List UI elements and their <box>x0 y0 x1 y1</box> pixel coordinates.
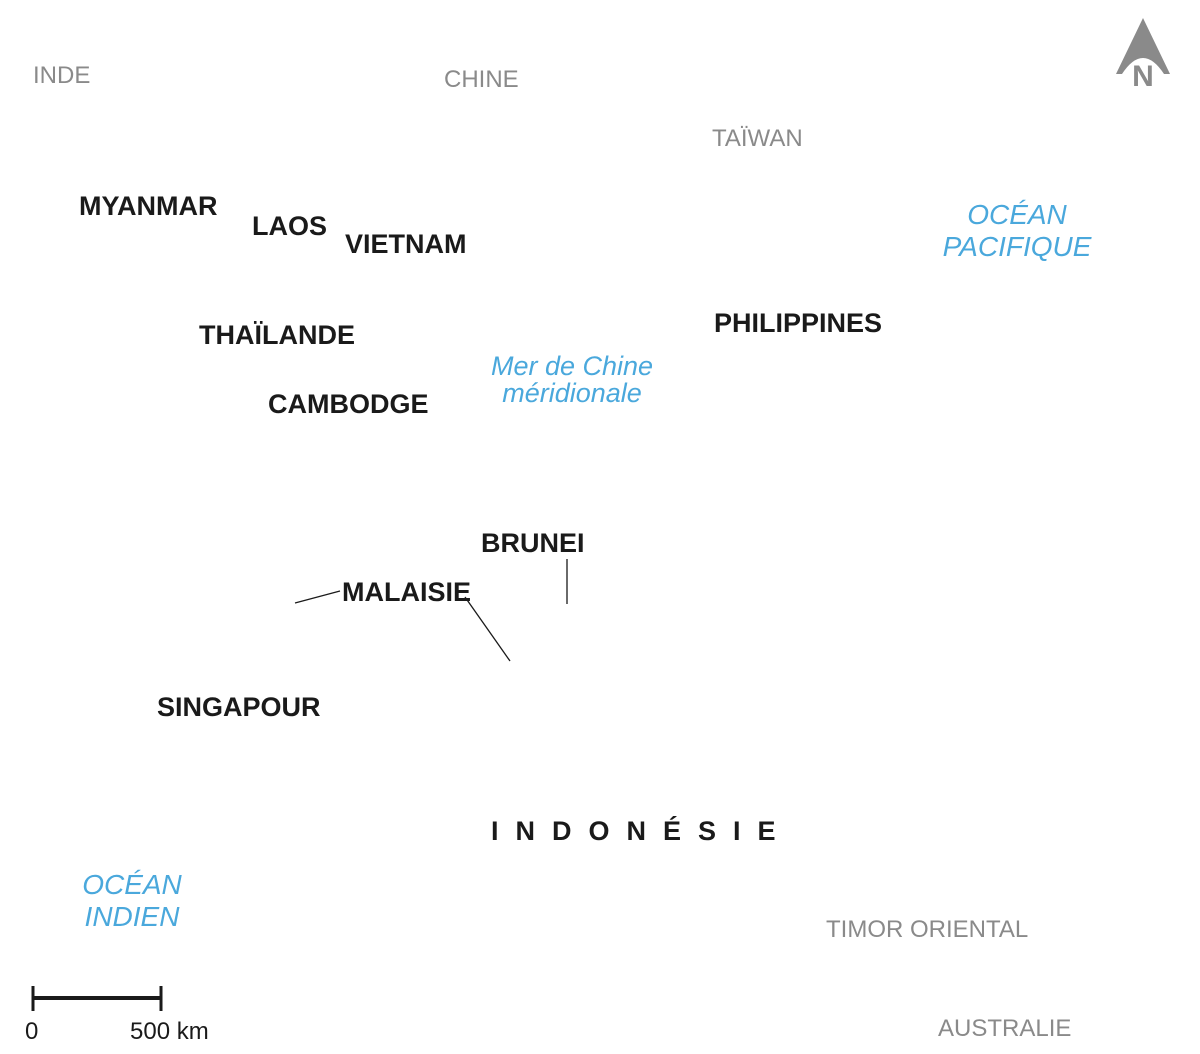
label-australie: AUSTRALIE <box>938 1015 1072 1042</box>
compass: N <box>1112 16 1174 93</box>
label-inde: INDE <box>33 62 91 89</box>
label-laos: LAOS <box>252 211 328 241</box>
label-philippines: PHILIPPINES <box>714 308 883 338</box>
label-vietnam: VIETNAM <box>345 229 467 259</box>
label-ocean-pacifique: OCÉAN PACIFIQUE <box>938 199 1096 263</box>
north-arrow-icon: N <box>1116 18 1170 93</box>
label-thailande: THAÏLANDE <box>199 320 355 350</box>
ocean-pacifique-line2: PACIFIQUE <box>942 231 1092 263</box>
label-ocean-indien: OCÉAN INDIEN <box>63 869 201 933</box>
label-malaisie: MALAISIE <box>342 577 472 607</box>
ocean-indien-line1: OCÉAN <box>82 869 182 900</box>
label-taiwan: TAÏWAN <box>712 125 803 152</box>
mer-de-chine-line1: Mer de Chine <box>490 351 654 381</box>
scale-start-label: 0 <box>25 1018 39 1045</box>
label-indonesie: INDONÉSIE <box>491 816 793 846</box>
scale-end-label: 500 km <box>130 1018 209 1045</box>
mer-de-chine-line2: méridionale <box>502 378 642 408</box>
ocean-pacifique-line1: OCÉAN <box>967 199 1067 230</box>
label-singapour: SINGAPOUR <box>157 692 321 722</box>
label-cambodge: CAMBODGE <box>268 389 429 419</box>
malaisie-leader-west <box>294 590 341 604</box>
label-chine: CHINE <box>444 66 519 93</box>
scale-bar <box>31 986 163 1011</box>
label-mer-de-chine: Mer de Chine méridionale <box>477 353 667 407</box>
label-brunei: BRUNEI <box>481 528 585 558</box>
compass-label: N <box>1132 60 1154 90</box>
ocean-indien-line2: INDIEN <box>84 901 180 933</box>
label-myanmar: MYANMAR <box>79 191 218 221</box>
label-timor-oriental: TIMOR ORIENTAL <box>826 916 1029 943</box>
malaisie-leader-east <box>464 596 511 662</box>
